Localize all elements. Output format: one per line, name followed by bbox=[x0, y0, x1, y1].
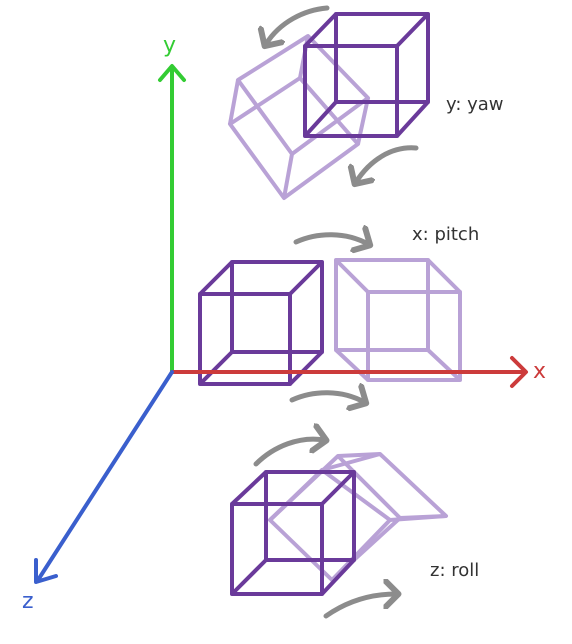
yaw-label: y: yaw bbox=[446, 94, 504, 115]
yaw-ghost-cube bbox=[228, 34, 370, 200]
roll-arrow-bottom-icon bbox=[323, 594, 396, 619]
z-axis: z bbox=[22, 370, 174, 614]
yaw-group: y: yaw bbox=[228, 5, 504, 200]
x-axis-arrowhead-icon bbox=[510, 356, 528, 388]
roll-cube bbox=[230, 470, 356, 596]
z-axis-label: z bbox=[22, 589, 34, 614]
z-axis-arrowhead-icon bbox=[34, 558, 58, 584]
pitch-group: x: pitch bbox=[198, 224, 479, 402]
pitch-cube bbox=[198, 260, 324, 386]
roll-arrow-top-icon bbox=[253, 439, 324, 467]
y-axis: y bbox=[158, 33, 186, 374]
y-axis-label: y bbox=[163, 33, 176, 58]
yaw-cube bbox=[303, 12, 430, 138]
pitch-arrow-top-icon bbox=[293, 235, 368, 244]
pitch-label: x: pitch bbox=[412, 224, 479, 245]
roll-group: z: roll bbox=[230, 439, 479, 619]
yaw-arrow-bottom-icon bbox=[356, 145, 419, 182]
y-axis-arrowhead-icon bbox=[158, 64, 186, 82]
x-axis-label: x bbox=[533, 359, 546, 384]
yaw-arrow-top-icon bbox=[266, 5, 330, 44]
x-axis: x bbox=[170, 356, 546, 388]
pitch-ghost-cube bbox=[334, 258, 462, 382]
roll-label: z: roll bbox=[430, 560, 479, 581]
pitch-arrow-bottom-icon bbox=[289, 393, 364, 402]
